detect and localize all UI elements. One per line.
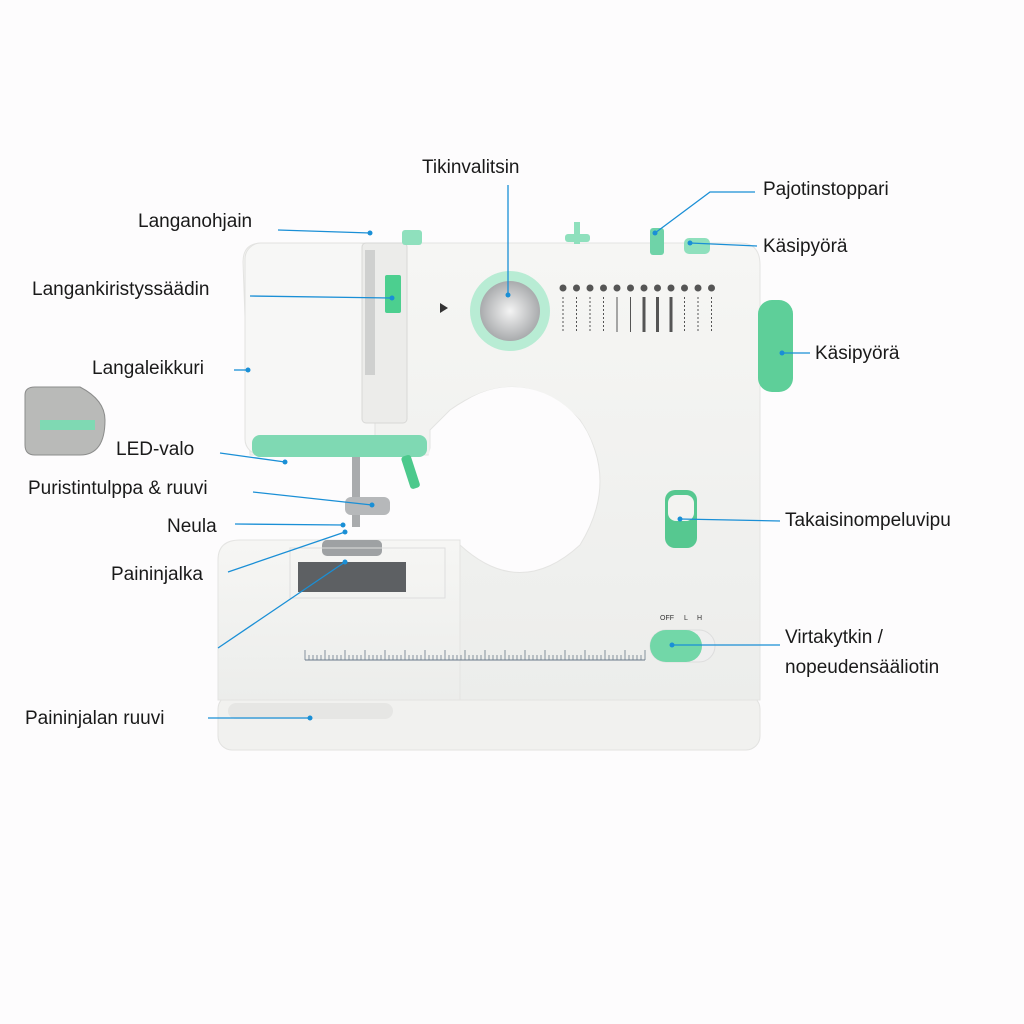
bed-plate [289, 547, 446, 599]
base-slot [228, 703, 393, 719]
stitch-number-dot [559, 284, 567, 292]
switch-pos-h: H [697, 615, 702, 622]
indicator-arrow [440, 303, 448, 313]
label-needle-clamp: Puristintulppa & ruuvi [28, 478, 208, 499]
label-presser-foot-screw: Paininjalan ruuvi [25, 708, 165, 729]
label-bobbin-stopper: Pajotinstoppari [763, 179, 889, 200]
stitch-number-dot [613, 284, 621, 292]
label-handwheel-top: Käsipyörä [763, 236, 848, 257]
take-up-lever [365, 250, 375, 375]
label-power-switch-2: nopeudensääliotin [785, 657, 940, 678]
handwheel-shape [758, 300, 793, 392]
inset-accent [40, 420, 95, 430]
leader-dots [245, 230, 785, 721]
needle-bar [352, 457, 360, 527]
stitch-chart [559, 284, 715, 332]
stitch-number-dot [640, 284, 648, 292]
needle-plate [298, 562, 406, 592]
stitch-number-dot [627, 284, 634, 292]
label-thread-cutter: Langaleikkuri [92, 358, 204, 379]
stitch-dial [480, 281, 540, 341]
ruler-ticks [304, 650, 646, 660]
tension-dial-knob [385, 275, 401, 313]
label-tension-dial: Langankiristyssäädin [32, 279, 210, 300]
stitch-number-dot [586, 284, 594, 292]
power-switch-knob [650, 630, 702, 662]
spool-pin-3 [574, 222, 580, 244]
label-presser-foot: Paininjalka [111, 564, 203, 585]
label-handwheel-side: Käsipyörä [815, 343, 900, 364]
leader-lines [208, 185, 810, 719]
arm-hole [427, 387, 597, 557]
head-panel [244, 242, 376, 456]
switch-pos-l: L [684, 615, 688, 622]
label-reverse-lever: Takaisinompeluvipu [785, 510, 951, 531]
label-needle: Neula [167, 516, 217, 537]
stitch-number-dot [573, 284, 580, 292]
label-thread-guide: Langanohjain [138, 211, 253, 232]
reverse-lever-top [668, 495, 694, 521]
label-stitch-selector: Tikinvalitsin [422, 157, 520, 178]
presser-lever [401, 454, 420, 489]
spool-pin-1 [402, 230, 422, 245]
bobbin-winder-shape [684, 238, 710, 254]
label-power-switch-1: Virtakytkin / [785, 627, 883, 648]
stitch-number-dot [708, 284, 715, 292]
switch-pos-off: OFF [660, 615, 674, 622]
stitch-number-dot [600, 284, 607, 292]
stitch-number-dot [681, 284, 688, 292]
stitch-number-dot [654, 284, 661, 292]
needle-clamp [345, 497, 390, 515]
led-strip [252, 435, 427, 457]
label-led-light: LED-valo [116, 439, 195, 460]
stitch-number-dot [694, 284, 702, 292]
stitch-number-dot [667, 284, 675, 292]
